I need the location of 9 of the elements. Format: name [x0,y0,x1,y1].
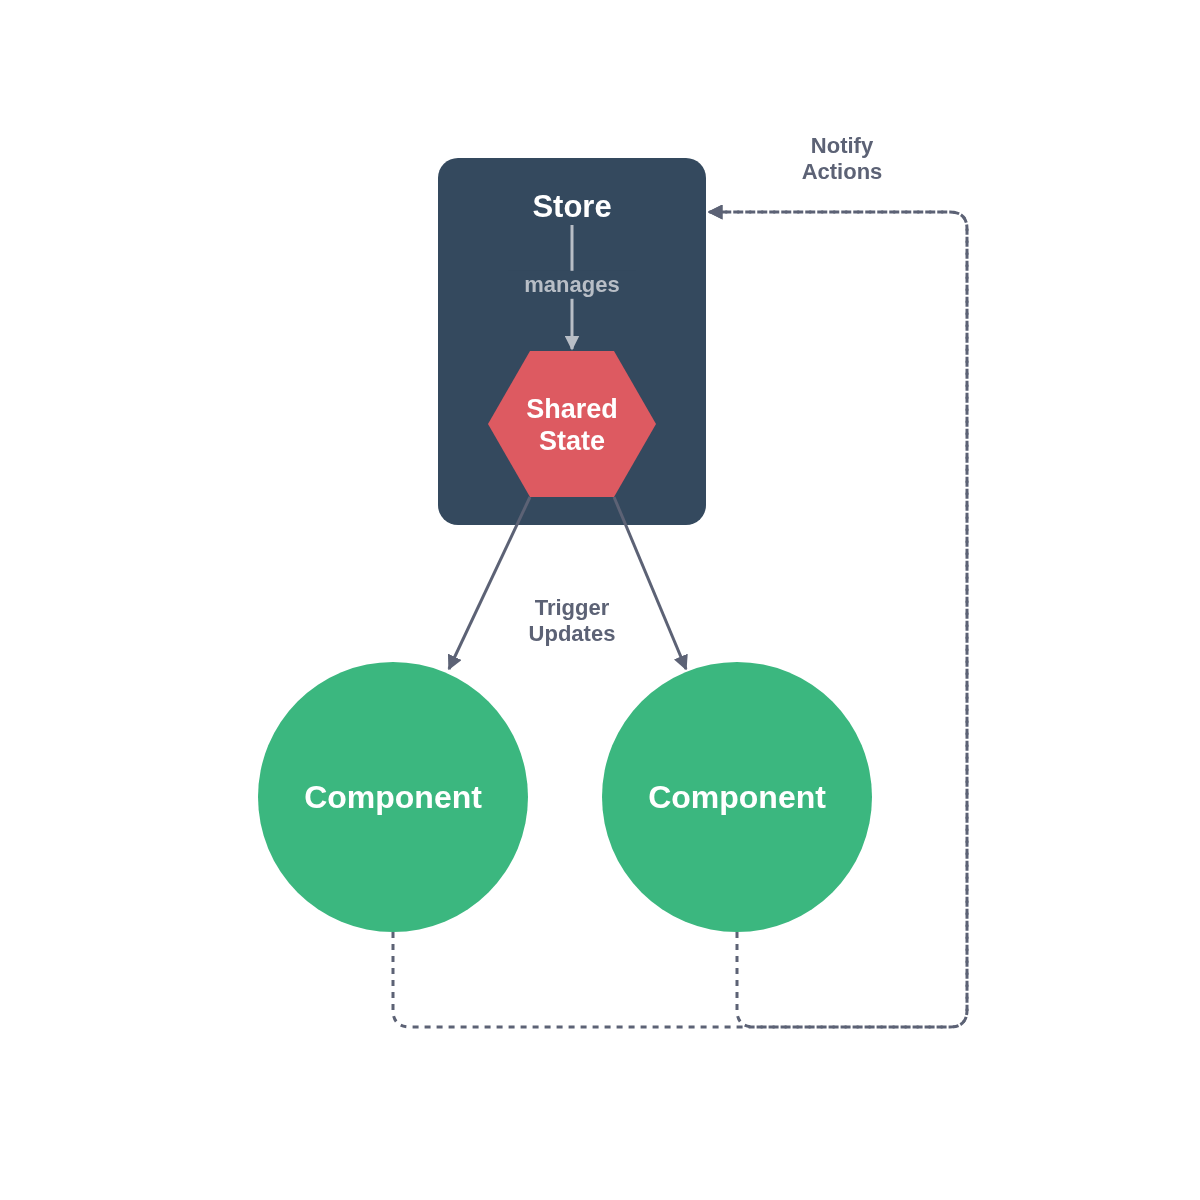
node-label: Component [647,778,827,817]
node-label: Shared State [525,393,619,458]
dashed-arrow [707,204,969,1029]
store-panel [438,158,706,525]
panel-title: Store [531,188,613,226]
hexagon-node [488,351,656,497]
node-label: Component [303,778,483,817]
arrow [447,496,532,671]
arrow [612,496,688,671]
